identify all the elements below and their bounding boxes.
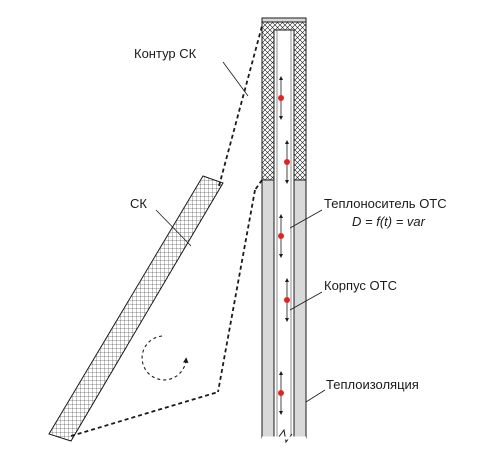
coolant-particle-dot (284, 159, 290, 165)
label-insulation: Теплоизоляция (326, 377, 419, 392)
label-housing: Корпус ОТС (324, 278, 397, 293)
coolant-particles (278, 76, 290, 415)
circulation-arrow (141, 335, 189, 381)
tank (261, 17, 307, 444)
label-coolant-formula: D = f(t) = var (352, 214, 426, 229)
label-coolant: Теплоноситель ОТС (324, 196, 447, 211)
coolant-particle-dot (278, 95, 284, 101)
leader-lines (155, 61, 326, 403)
coolant-particle-dot (278, 390, 284, 396)
solar-collector (48, 175, 224, 442)
coolant-particle-dot (278, 233, 284, 239)
label-collector-contour: Контур СК (134, 46, 197, 61)
collector-panel (48, 175, 224, 442)
coolant-particle-dot (284, 297, 290, 303)
label-collector: СК (130, 196, 147, 211)
